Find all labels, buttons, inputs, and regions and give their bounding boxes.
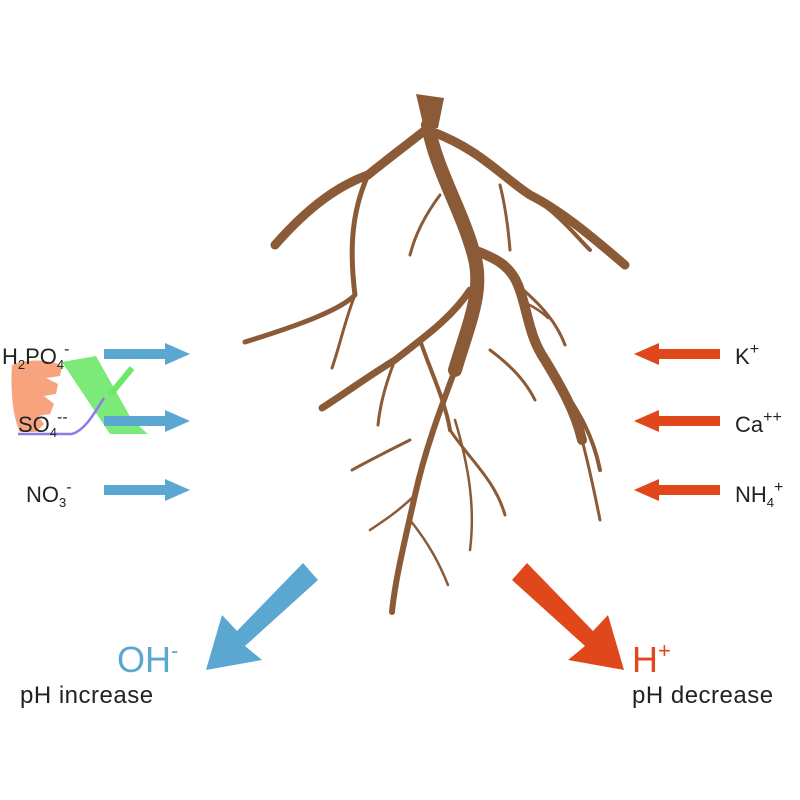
arrow-nh4 <box>634 479 720 501</box>
ph-decrease-caption: pH decrease <box>632 682 774 709</box>
h-release-arrow <box>512 563 624 670</box>
cation-uptake-arrows <box>634 343 720 501</box>
arrow-so4 <box>104 410 190 432</box>
decorative-overlay <box>11 356 148 436</box>
anion-uptake-arrows <box>104 343 190 501</box>
ph-increase-caption: pH increase <box>20 682 154 709</box>
anion-label-h2po4: H2PO4- <box>2 341 70 372</box>
anion-label-no3: NO3- <box>26 479 72 510</box>
root-stem <box>416 94 444 128</box>
cation-label-k: K+ <box>735 341 760 369</box>
oh-release-arrow <box>206 563 318 670</box>
h-ion-label: H+ <box>632 638 671 680</box>
arrow-no3 <box>104 479 190 501</box>
root-system <box>242 94 630 615</box>
oh-ion-label: OH- <box>117 638 179 680</box>
arrow-h2po4 <box>104 343 190 365</box>
arrow-k <box>634 343 720 365</box>
anion-label-so4: SO4-- <box>18 409 68 440</box>
arrow-ca <box>634 410 720 432</box>
cation-label-nh4: NH4+ <box>735 479 784 510</box>
cation-label-ca: Ca++ <box>735 409 782 437</box>
